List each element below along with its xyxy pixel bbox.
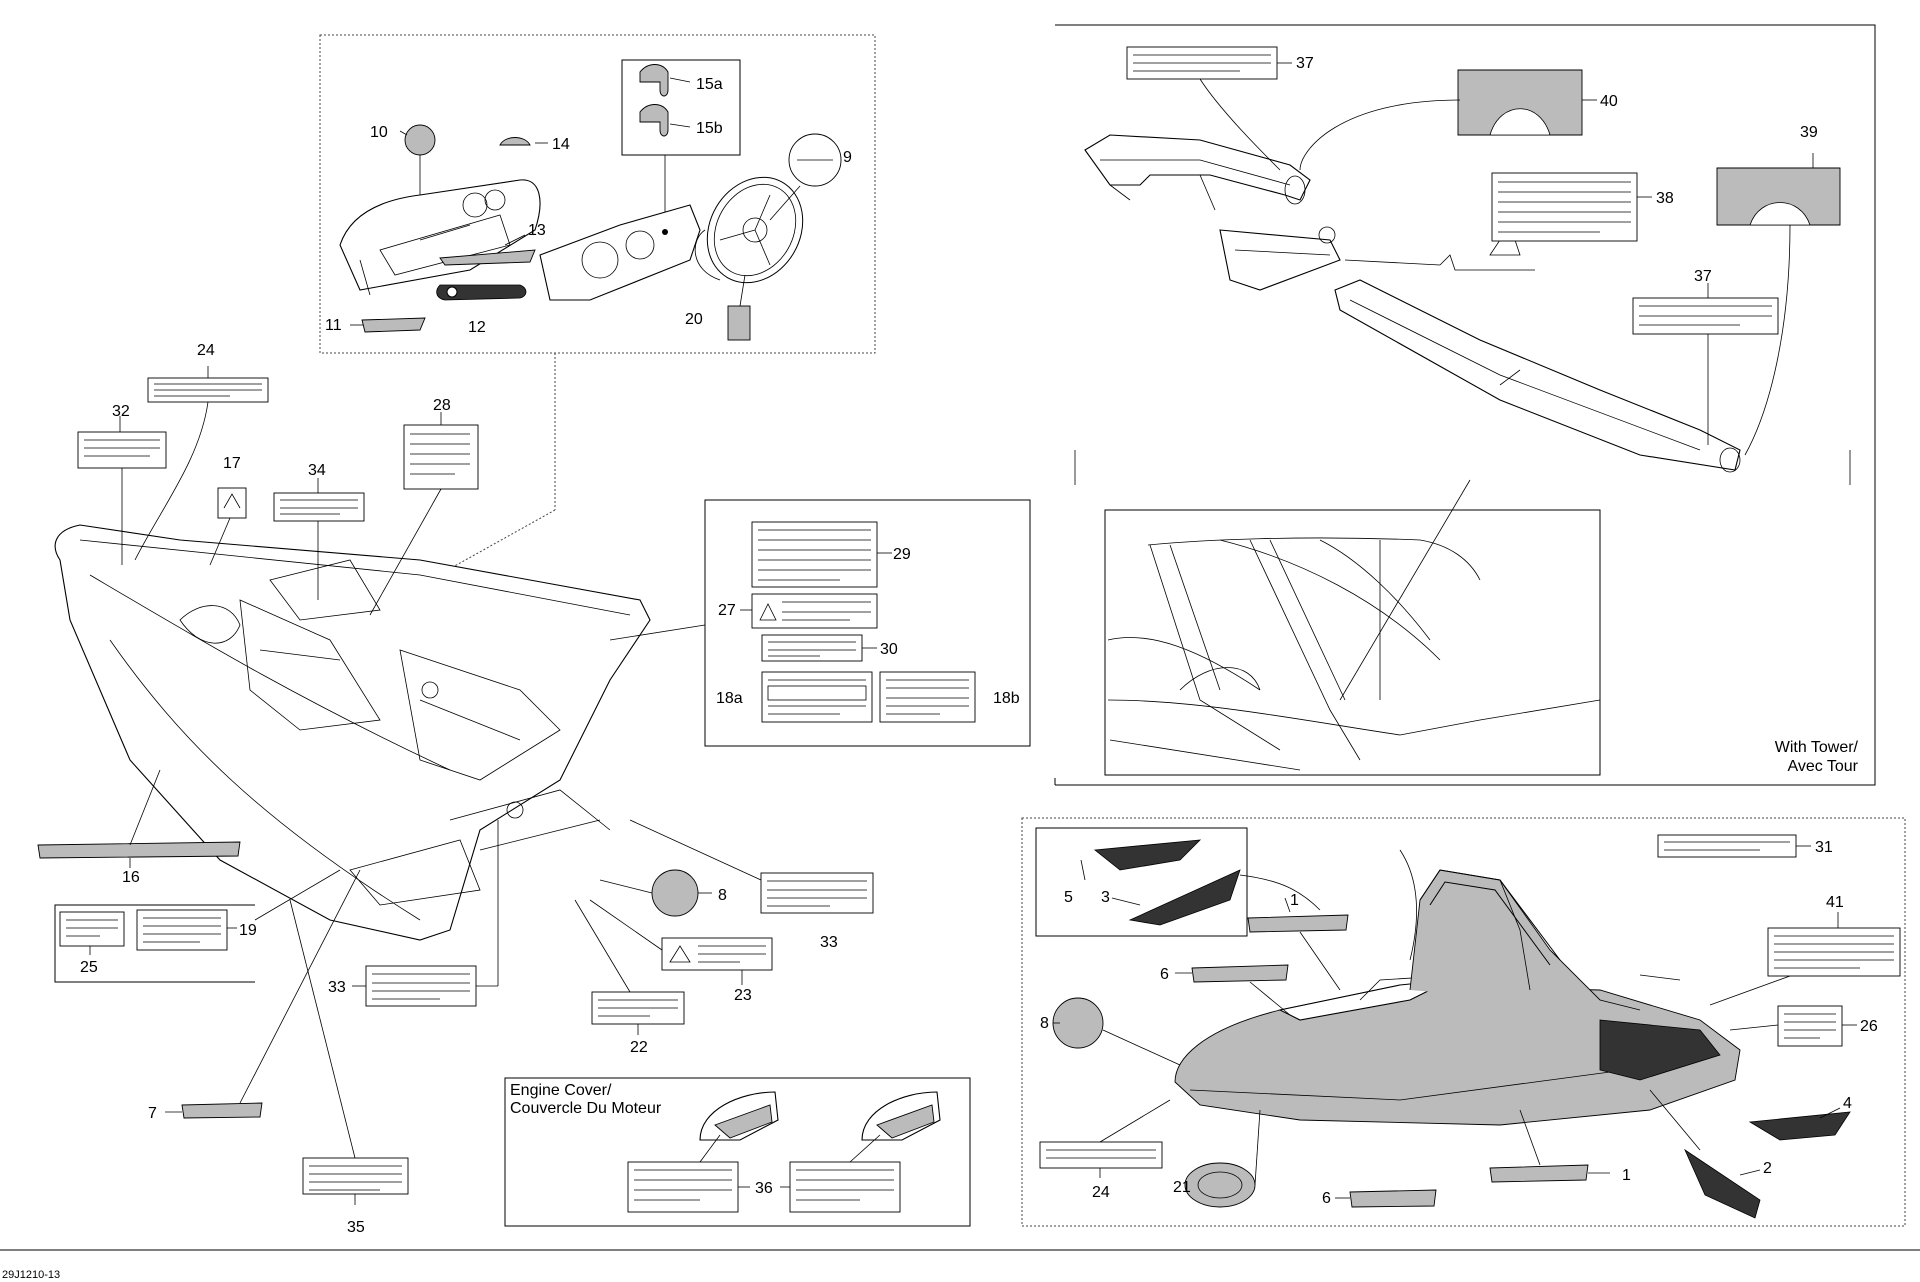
callout-1-bottom: 1 — [1622, 1167, 1631, 1184]
callout-9: 9 — [843, 149, 852, 166]
callout-3: 3 — [1101, 889, 1110, 906]
callout-20: 20 — [685, 311, 703, 328]
callout-37-right: 37 — [1694, 268, 1712, 285]
callout-18a: 18a — [716, 690, 743, 707]
boat-panel-right — [1021, 817, 1906, 1227]
callout-36: 36 — [755, 1180, 773, 1197]
decal-8-left — [599, 869, 712, 917]
callout-17: 17 — [223, 455, 241, 472]
callout-16: 16 — [122, 869, 140, 886]
decal-22 — [574, 899, 685, 1035]
decal-17 — [209, 487, 247, 566]
callout-33-left: 33 — [328, 979, 346, 996]
callout-14: 14 — [552, 136, 570, 153]
drawing-reference: 29J1210-13 — [2, 1269, 60, 1281]
callout-7: 7 — [148, 1105, 157, 1122]
callout-1-top: 1 — [1290, 892, 1299, 909]
callout-19: 19 — [239, 922, 257, 939]
callout-24-right: 24 — [1092, 1184, 1110, 1201]
callout-12: 12 — [468, 319, 486, 336]
callout-35: 35 — [347, 1219, 365, 1236]
decal-23 — [589, 899, 773, 985]
callout-13: 13 — [528, 222, 546, 239]
callout-5: 5 — [1064, 889, 1073, 906]
callout-39: 39 — [1800, 124, 1818, 141]
callout-6-top: 6 — [1160, 966, 1169, 983]
engine-cover-caption-line1: Engine Cover/ — [510, 1082, 612, 1099]
callout-2: 2 — [1763, 1160, 1772, 1177]
callout-23: 23 — [734, 987, 752, 1004]
callout-28: 28 — [433, 397, 451, 414]
decal-35 — [289, 899, 409, 1205]
tower-panel — [1054, 24, 1876, 786]
callout-15b: 15b — [696, 120, 723, 137]
callout-18b: 18b — [993, 690, 1020, 707]
callout-10: 10 — [370, 124, 388, 141]
engine-cover-caption-line2: Couvercle Du Moteur — [510, 1100, 662, 1117]
callout-40: 40 — [1600, 93, 1618, 110]
engine-cover-box — [504, 1077, 971, 1227]
callout-32: 32 — [112, 403, 130, 420]
decal-33-left — [352, 820, 499, 1007]
decal-34 — [273, 478, 365, 600]
tower-caption-line1: With Tower/ — [1775, 739, 1859, 756]
decal-32 — [77, 416, 167, 565]
decal-box-25-19 — [54, 869, 341, 983]
callout-24-left: 24 — [197, 342, 215, 359]
callout-11: 11 — [325, 317, 342, 334]
tower-caption-line2: Avec Tour — [1787, 758, 1858, 775]
callout-37-top: 37 — [1296, 55, 1314, 72]
callout-15a: 15a — [696, 76, 723, 93]
dashboard-drawing — [339, 59, 842, 341]
decal-24 — [134, 366, 269, 561]
callout-34: 34 — [308, 462, 326, 479]
callout-6-bottom: 6 — [1322, 1190, 1331, 1207]
callout-21: 21 — [1173, 1179, 1191, 1196]
callout-25: 25 — [80, 959, 98, 976]
decal-33-right — [629, 819, 874, 914]
callout-31: 31 — [1815, 839, 1833, 856]
callout-29: 29 — [893, 546, 911, 563]
callout-41: 41 — [1826, 894, 1844, 911]
decal-7 — [165, 869, 361, 1119]
callout-38: 38 — [1656, 190, 1674, 207]
callout-8-left: 8 — [718, 887, 727, 904]
dashboard-inset-frame — [319, 34, 876, 354]
callout-numbers: 1 1 2 3 4 5 6 6 7 8 8 9 10 11 12 13 14 1… — [80, 55, 1878, 1236]
decal-16 — [37, 769, 241, 868]
callout-27: 27 — [718, 602, 736, 619]
callout-22: 22 — [630, 1039, 648, 1056]
decal-box-right-center — [609, 499, 1031, 747]
decal-28 — [369, 412, 479, 616]
callout-30: 30 — [880, 641, 898, 658]
callout-4: 4 — [1843, 1095, 1852, 1112]
callout-33-right: 33 — [820, 934, 838, 951]
callout-26: 26 — [1860, 1018, 1878, 1035]
callout-8-right: 8 — [1040, 1015, 1049, 1032]
boat-drawing-left — [54, 524, 651, 941]
